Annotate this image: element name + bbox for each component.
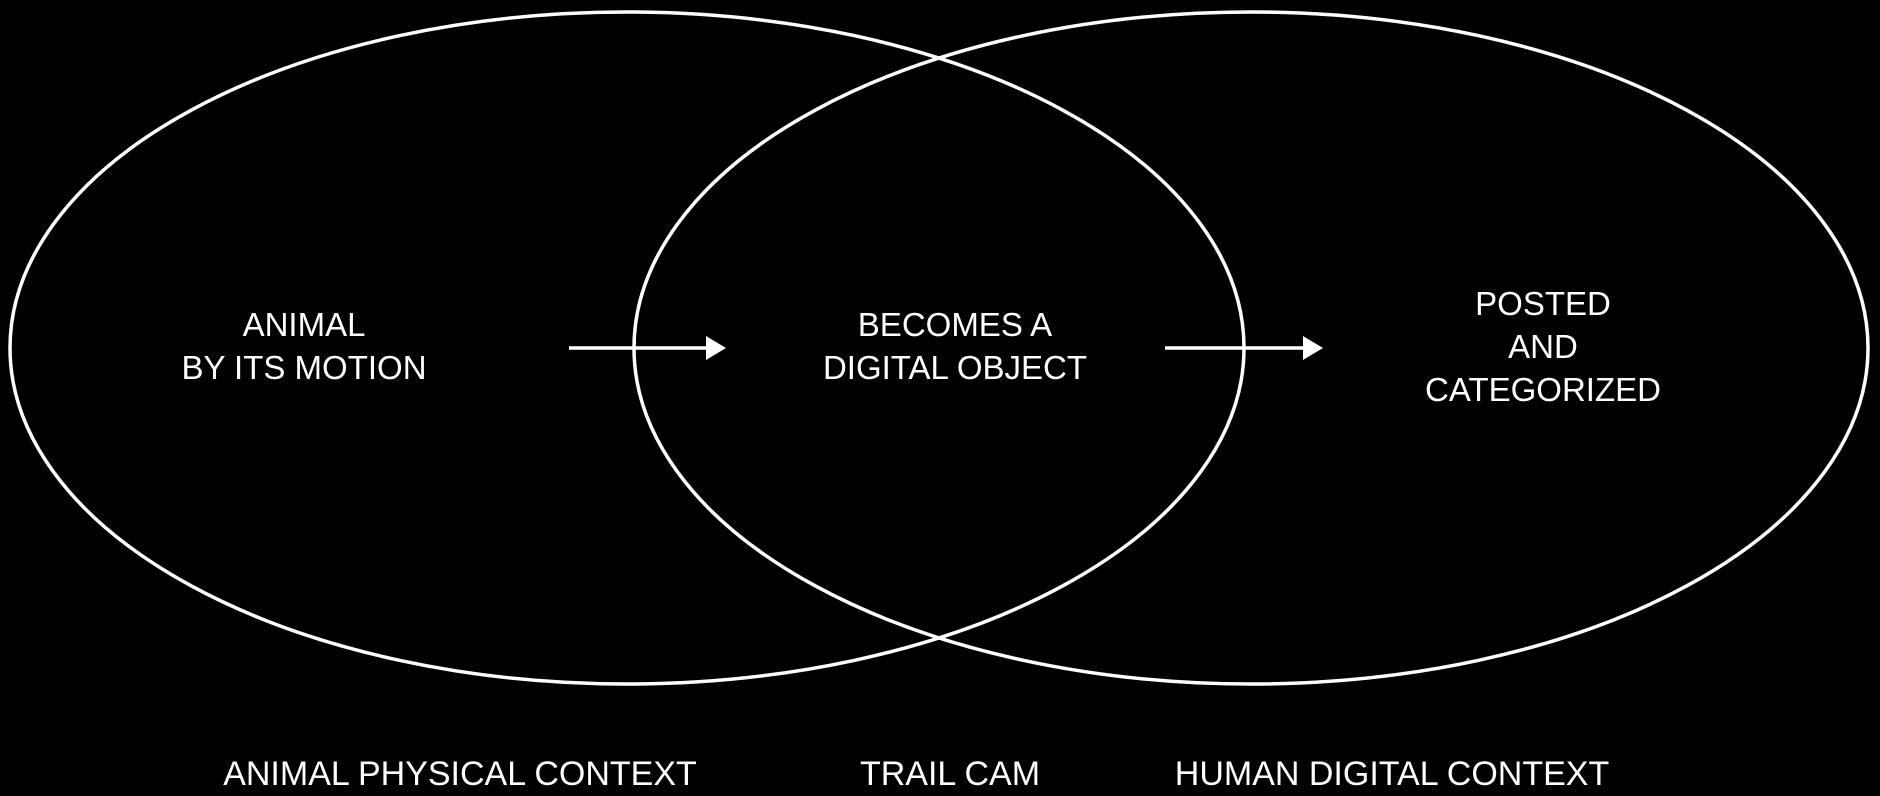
node-digital-object-line-1: BECOMES A (858, 306, 1052, 343)
arrow-head-icon (1303, 336, 1323, 360)
node-animal-line-1: ANIMAL (243, 306, 366, 343)
node-animal-line-2: BY ITS MOTION (181, 349, 426, 386)
caption-human-digital-context: HUMAN DIGITAL CONTEXT (1175, 755, 1609, 793)
node-posted-line-1: POSTED (1475, 285, 1611, 322)
node-digital-object-line-2: DIGITAL OBJECT (823, 349, 1087, 386)
node-posted-line-3: CATEGORIZED (1425, 371, 1661, 408)
arrow-digital-to-posted (1165, 336, 1323, 360)
arrow-animal-to-digital (569, 336, 726, 360)
arrow-head-icon (706, 336, 726, 360)
node-posted-line-2: AND (1508, 328, 1578, 365)
caption-trail-cam: TRAIL CAM (860, 755, 1040, 793)
caption-animal-physical-context: ANIMAL PHYSICAL CONTEXT (223, 755, 697, 793)
